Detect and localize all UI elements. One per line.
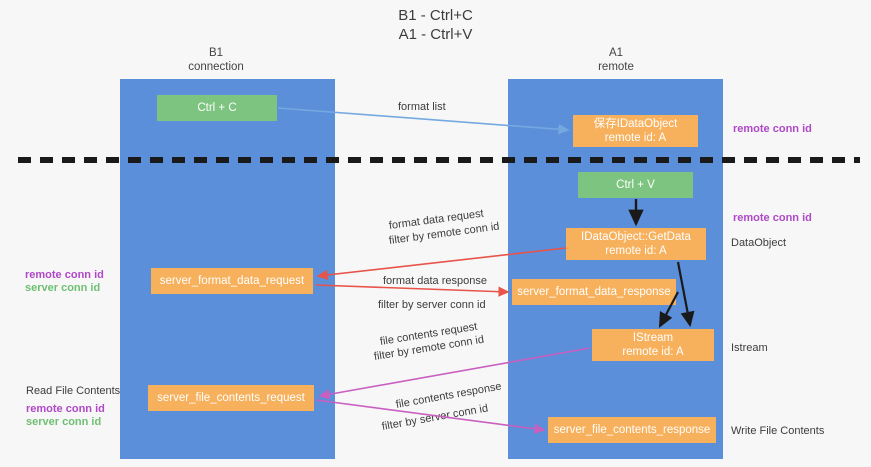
label-right-write-file-contents: Write File Contents [731, 425, 825, 437]
title-line-1: B1 - Ctrl+C [398, 7, 473, 24]
column-header-a1-name: A1 [608, 47, 624, 59]
column-header-b1-role: connection [188, 61, 244, 73]
box-ctrl-v[interactable]: Ctrl + V [578, 172, 693, 198]
label-right-remote-conn-id-mid: remote conn id [733, 212, 812, 224]
label-left-server-conn-id-mid: server conn id [25, 282, 101, 294]
column-header-a1-role: remote [598, 61, 634, 73]
box-istream[interactable]: IStream remote id: A [592, 329, 714, 361]
label-format-data-response-filter-prefix: filter by [378, 299, 417, 311]
label-format-list: format list [398, 101, 446, 113]
box-ctrl-c[interactable]: Ctrl + C [157, 95, 277, 121]
label-file-contents-request-filter-prefix: filter by [373, 345, 413, 363]
box-idataobject-getdata[interactable]: IDataObject::GetData remote id: A [566, 228, 706, 260]
label-left-remote-conn-id-mid: remote conn id [25, 269, 104, 281]
label-left-remote-conn-id-bottom: remote conn id [26, 403, 105, 415]
column-header-a1: A1 remote [556, 46, 676, 74]
label-right-istream: Istream [731, 342, 768, 354]
label-format-data-response: format data response [383, 275, 487, 287]
box-server-file-contents-request[interactable]: server_file_contents_request [148, 385, 314, 411]
box-server-format-data-request[interactable]: server_format_data_request [151, 268, 313, 294]
title-line-2: A1 - Ctrl+V [398, 26, 473, 43]
column-header-b1: B1 connection [156, 46, 276, 74]
box-server-file-contents-response[interactable]: server_file_contents_response [548, 417, 716, 443]
label-format-data-response-filter: filter by server conn id [378, 298, 486, 312]
column-header-b1-name: B1 [208, 47, 224, 59]
box-server-format-data-response[interactable]: server_format_data_response [512, 279, 676, 305]
label-right-dataobject: DataObject [731, 237, 787, 249]
label-format-data-request-filter-prefix: filter by [388, 230, 428, 247]
label-left-server-conn-id-bottom: server conn id [26, 416, 102, 428]
page-title: B1 - Ctrl+C A1 - Ctrl+V [0, 6, 871, 44]
label-file-contents-response-filter-prefix: filter by [380, 414, 421, 433]
label-left-read-file-contents: Read File Contents [26, 385, 121, 397]
label-right-remote-conn-id-top: remote conn id [733, 123, 812, 135]
label-format-data-response-filter-key: server conn id [416, 299, 486, 311]
box-save-idataobject[interactable]: 保存IDataObject remote id: A [573, 115, 698, 147]
